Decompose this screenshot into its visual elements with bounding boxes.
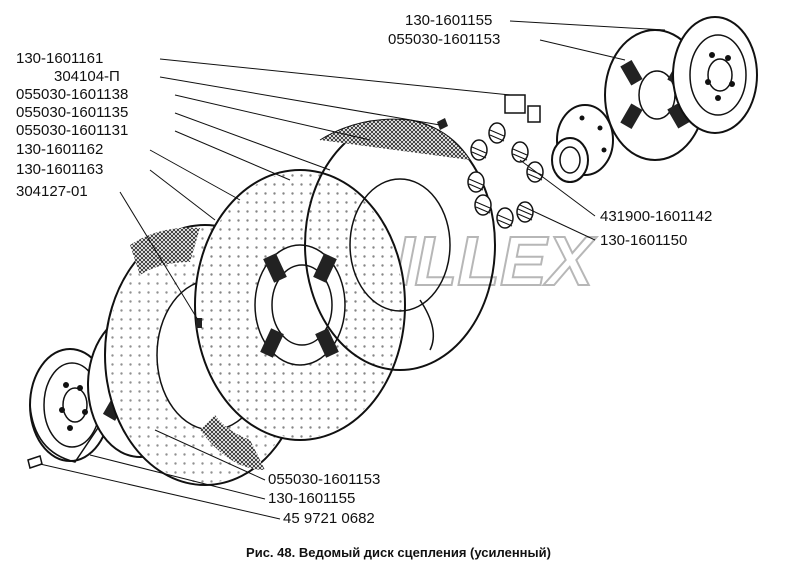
part-label-bottom-1: 055030-1601153 bbox=[268, 471, 381, 488]
part-label-left-1: 130-1601161 bbox=[16, 50, 104, 67]
part-label-left-5: 055030-1601131 bbox=[16, 122, 129, 139]
svg-text:ILLEX: ILLEX bbox=[395, 222, 598, 300]
splined-hub bbox=[551, 104, 614, 183]
part-label-bottom-2: 130-1601155 bbox=[268, 490, 356, 507]
part-label-bottom-3: 45 9721 0682 bbox=[283, 510, 375, 527]
friction-lining-rear bbox=[304, 118, 496, 371]
leader-lines bbox=[39, 20, 666, 520]
figure-caption: Рис. 48. Ведомый диск сцепления (усиленн… bbox=[246, 545, 551, 560]
cover-plate-rear bbox=[672, 16, 758, 134]
part-label-left-2: 304104-П bbox=[54, 68, 120, 85]
watermark-logo: ILLEX bbox=[394, 221, 599, 301]
damper-springs bbox=[467, 122, 544, 229]
small-parts bbox=[27, 94, 541, 469]
part-label-top-right-1: 130-1601155 bbox=[405, 12, 493, 29]
part-label-left-8: 304127-01 bbox=[16, 183, 88, 200]
driven-plate bbox=[194, 169, 406, 441]
part-label-left-6: 130-1601162 bbox=[16, 141, 104, 158]
part-label-left-4: 055030-1601135 bbox=[16, 104, 129, 121]
part-label-right-2: 130-1601150 bbox=[600, 232, 688, 249]
part-label-left-7: 130-1601163 bbox=[16, 161, 104, 178]
part-label-top-right-2: 055030-1601153 bbox=[388, 31, 501, 48]
part-label-right-1: 431900-1601142 bbox=[600, 208, 713, 225]
part-label-left-3: 055030-1601138 bbox=[16, 86, 129, 103]
